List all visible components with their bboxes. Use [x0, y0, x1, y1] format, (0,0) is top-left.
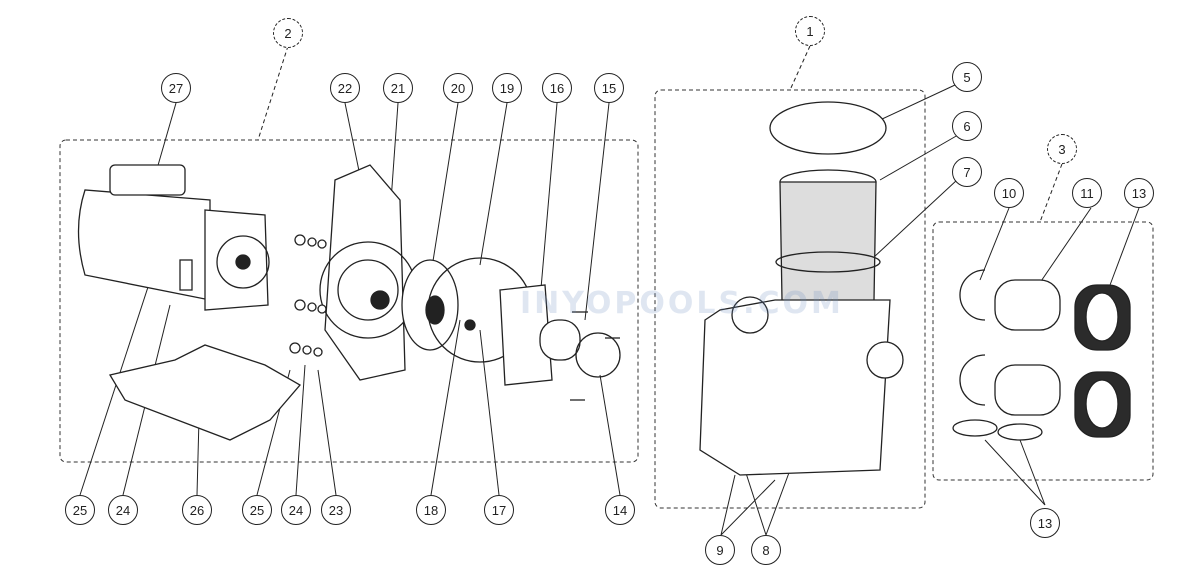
callout-21[interactable]: 21 — [383, 73, 413, 103]
callout-5[interactable]: 5 — [952, 62, 982, 92]
callout-20[interactable]: 20 — [443, 73, 473, 103]
seal-plate-drawing — [319, 164, 417, 381]
callout-3[interactable]: 3 — [1047, 134, 1077, 164]
callout-15[interactable]: 15 — [594, 73, 624, 103]
hardware-drawing — [289, 234, 620, 401]
pump-body-drawing — [699, 101, 904, 476]
callout-25-left[interactable]: 25 — [65, 495, 95, 525]
callout-9[interactable]: 9 — [705, 535, 735, 565]
impeller-and-diffuser-drawing — [401, 257, 621, 386]
callout-16[interactable]: 16 — [542, 73, 572, 103]
motor-base-drawing — [108, 344, 302, 441]
watermark-text: INYOPOOLS.COM — [520, 286, 844, 321]
motor-assembly-box — [59, 139, 639, 463]
union-parts-drawing — [952, 269, 1131, 441]
callout-2[interactable]: 2 — [273, 18, 303, 48]
callout-27[interactable]: 27 — [161, 73, 191, 103]
callout-1[interactable]: 1 — [795, 16, 825, 46]
callout-19[interactable]: 19 — [492, 73, 522, 103]
callout-8[interactable]: 8 — [751, 535, 781, 565]
callout-10[interactable]: 10 — [994, 178, 1024, 208]
callout-17[interactable]: 17 — [484, 495, 514, 525]
callout-25-right[interactable]: 25 — [242, 495, 272, 525]
callout-26[interactable]: 26 — [182, 495, 212, 525]
group-boxes — [59, 89, 1154, 509]
callout-23[interactable]: 23 — [321, 495, 351, 525]
callout-24-right[interactable]: 24 — [281, 495, 311, 525]
callout-11[interactable]: 11 — [1072, 178, 1102, 208]
callout-14[interactable]: 14 — [605, 495, 635, 525]
pump-body-box — [654, 89, 926, 509]
callout-13-top[interactable]: 13 — [1124, 178, 1154, 208]
callout-6[interactable]: 6 — [952, 111, 982, 141]
callout-22[interactable]: 22 — [330, 73, 360, 103]
callout-24-left[interactable]: 24 — [108, 495, 138, 525]
callout-13-bottom[interactable]: 13 — [1030, 508, 1060, 538]
callout-18[interactable]: 18 — [416, 495, 446, 525]
callout-7[interactable]: 7 — [952, 157, 982, 187]
motor-drawing — [77, 164, 270, 311]
union-kit-box — [932, 221, 1154, 481]
